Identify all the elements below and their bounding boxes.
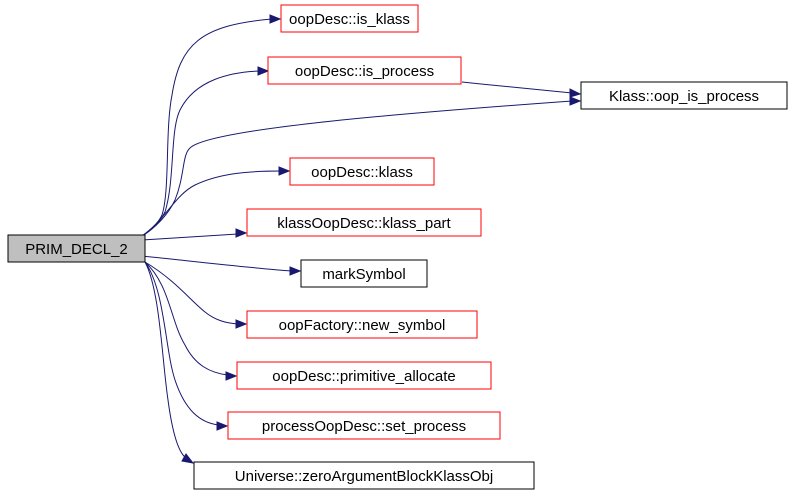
node-set-process[interactable]: processOopDesc::set_process [227, 411, 501, 440]
node-oop-is-process[interactable]: Klass::oop_is_process [580, 81, 788, 110]
edge-arrow-oop-is-process-1 [569, 88, 582, 98]
node-box-oop-is-process [580, 81, 788, 110]
node-label-mark-symbol: markSymbol [322, 266, 405, 283]
edge-root-to-primitive-allocate [144, 261, 229, 376]
edges [141, 14, 582, 464]
node-box-primitive-allocate [236, 361, 492, 390]
edge-root-to-klass [141, 170, 282, 237]
edge-root-to-set-process [144, 261, 220, 426]
edge-root-to-is-process [141, 70, 261, 237]
edge-root-to-is-klass [141, 18, 273, 237]
node-box-set-process [227, 411, 501, 440]
edge-arrow-new-symbol [235, 319, 248, 329]
edge-root-to-klass-part [141, 233, 239, 241]
node-primitive-allocate[interactable]: oopDesc::primitive_allocate [236, 361, 492, 390]
edge-arrow-set-process [216, 421, 229, 431]
node-box-is-process [267, 56, 462, 85]
edge-arrow-primitive-allocate [225, 371, 238, 381]
node-klass[interactable]: oopDesc::klass [289, 157, 435, 186]
edge-arrow-is-process [257, 66, 270, 76]
node-prim-decl-2[interactable]: PRIM_DECL_2 [7, 234, 146, 263]
node-box-new-symbol [246, 310, 478, 339]
node-label-set-process: processOopDesc::set_process [262, 418, 466, 435]
node-label-zero-arg-block: Universe::zeroArgumentBlockKlassObj [235, 468, 493, 485]
nodes: PRIM_DECL_2 oopDesc::is_klass oopDesc::i… [7, 4, 788, 490]
edge-arrow-is-klass [269, 14, 282, 24]
node-label-primitive-allocate: oopDesc::primitive_allocate [272, 368, 455, 385]
node-label-is-process: oopDesc::is_process [295, 63, 434, 80]
edge-is-process-to-oop-is-process [461, 81, 573, 94]
node-box-zero-arg-block [193, 461, 535, 490]
node-new-symbol[interactable]: oopFactory::new_symbol [246, 310, 478, 339]
edge-arrow-klass [278, 166, 291, 176]
node-label-new-symbol: oopFactory::new_symbol [279, 317, 446, 334]
node-label-klass-part: klassOopDesc::klass_part [277, 215, 451, 232]
node-box-is-klass [280, 4, 419, 33]
node-label-klass: oopDesc::klass [311, 164, 413, 181]
node-mark-symbol[interactable]: markSymbol [300, 259, 428, 288]
edge-arrow-mark-symbol [289, 266, 302, 276]
edge-arrow-klass-part [235, 228, 248, 238]
node-label-is-klass: oopDesc::is_klass [289, 11, 410, 28]
node-box-root [7, 234, 146, 263]
node-box-mark-symbol [300, 259, 428, 288]
edge-root-to-zero-arg-block [144, 261, 187, 459]
node-box-klass [289, 157, 435, 186]
edge-arrow-oop-is-process-2 [569, 96, 582, 106]
edge-root-to-mark-symbol [141, 255, 293, 272]
node-box-klass-part [246, 208, 482, 237]
edge-root-to-new-symbol [144, 261, 239, 325]
node-klass-part[interactable]: klassOopDesc::klass_part [246, 208, 482, 237]
edge-arrow-zero-arg-block [181, 453, 195, 464]
node-is-process[interactable]: oopDesc::is_process [267, 56, 462, 85]
node-zero-arg-block[interactable]: Universe::zeroArgumentBlockKlassObj [193, 461, 535, 490]
node-label-oop-is-process: Klass::oop_is_process [609, 88, 759, 105]
edge-root-to-oop-is-process [141, 100, 573, 237]
node-label-root: PRIM_DECL_2 [25, 241, 128, 258]
node-is-klass[interactable]: oopDesc::is_klass [280, 4, 419, 33]
